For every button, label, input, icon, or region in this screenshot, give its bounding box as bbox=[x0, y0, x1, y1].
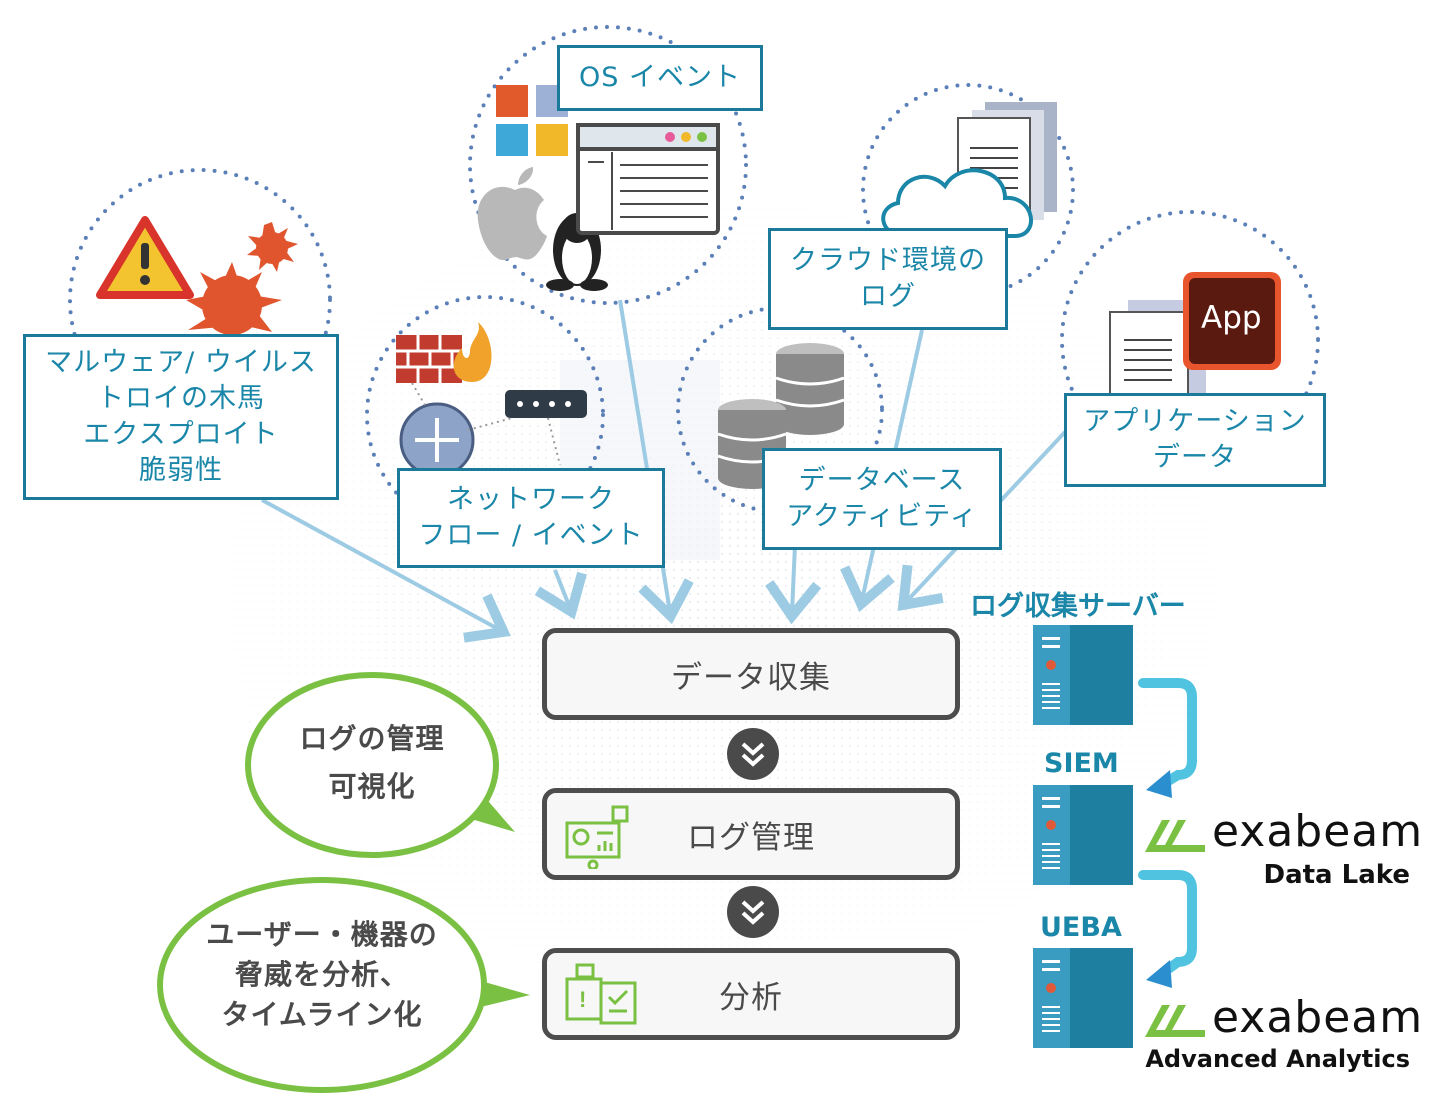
os-events-label: OS イベント bbox=[579, 62, 741, 93]
bubble-analyze-text: ユーザー・機器の 脅威を分析、 タイムライン化 bbox=[182, 915, 462, 1035]
cloud-line-2: ログ bbox=[860, 281, 916, 312]
step-log-management: ログ管理 bbox=[542, 788, 960, 880]
malware-line-1: マルウェア/ ウイルス bbox=[45, 347, 317, 378]
windows-icon bbox=[496, 85, 568, 156]
os-events-label-box: OS イベント bbox=[557, 45, 763, 111]
ueba-label: UEBA bbox=[1040, 912, 1122, 943]
bubble-manage-line-2: 可視化 bbox=[328, 770, 416, 803]
database-label-box: データベース アクティビティ bbox=[762, 448, 1002, 550]
chevron-down-icon bbox=[727, 728, 779, 780]
database-ring bbox=[676, 306, 884, 514]
exabeam-logo-icon-2 bbox=[1145, 1005, 1205, 1037]
bubble-manage-text: ログの管理 可視化 bbox=[272, 715, 472, 811]
collector-server-label: ログ収集サーバー bbox=[970, 591, 1186, 622]
application-label-box: アプリケーション データ bbox=[1064, 393, 1326, 487]
switch-icon bbox=[505, 390, 587, 418]
firewall-icon bbox=[396, 322, 492, 383]
server-collector-icon bbox=[1033, 625, 1133, 725]
network-label-box: ネットワーク フロー / イベント bbox=[397, 468, 665, 568]
router-icon bbox=[399, 402, 475, 478]
cloud-label-box: クラウド環境の ログ bbox=[768, 228, 1008, 330]
window-icon bbox=[576, 123, 720, 235]
virus-icon bbox=[247, 222, 298, 272]
step-analysis: ! 分析 bbox=[542, 948, 960, 1040]
bubble-analyze-line-3: タイムライン化 bbox=[221, 998, 423, 1031]
cloud-icon bbox=[881, 168, 1033, 238]
bubble-manage-line-1: ログの管理 bbox=[299, 722, 445, 755]
malware-line-3: エクスプロイト bbox=[83, 419, 279, 450]
server-siem-icon bbox=[1033, 785, 1133, 885]
step-data-collection-label: データ収集 bbox=[671, 659, 831, 696]
warning-icon bbox=[96, 216, 194, 299]
malware-line-2: トロイの木馬 bbox=[97, 383, 265, 414]
application-line-1: アプリケーション bbox=[1083, 406, 1307, 437]
arrow-malware bbox=[261, 498, 511, 643]
step-log-management-label: ログ管理 bbox=[687, 819, 815, 856]
analysis-icon: ! bbox=[565, 963, 637, 1025]
datalake-brand-name: exabeam bbox=[1212, 806, 1424, 857]
bubble-analyze-line-1: ユーザー・機器の bbox=[206, 918, 438, 951]
application-line-2: データ bbox=[1153, 442, 1237, 473]
malware-label-box: マルウェア/ ウイルス トロイの木馬 エクスプロイト 脆弱性 bbox=[23, 334, 339, 500]
server-ueba-icon bbox=[1033, 948, 1133, 1048]
network-line-2: フロー / イベント bbox=[418, 520, 644, 551]
app-icon-label: App bbox=[1201, 300, 1262, 336]
network-line-1: ネットワーク bbox=[447, 484, 615, 515]
chevron-down-icon-2 bbox=[727, 886, 779, 938]
bubble-analyze-line-2: 脅威を分析、 bbox=[234, 958, 409, 991]
step-analysis-label: 分析 bbox=[719, 979, 783, 1016]
database-line-1: データベース bbox=[798, 465, 966, 496]
virus-icon-large bbox=[186, 262, 282, 335]
server-connectors bbox=[1138, 678, 1197, 980]
apple-icon bbox=[477, 167, 547, 261]
step-data-collection: データ収集 bbox=[542, 628, 960, 720]
bubble-manage bbox=[245, 672, 515, 858]
analytics-product-name: Advanced Analytics bbox=[1145, 1045, 1410, 1073]
svg-text:!: ! bbox=[579, 987, 587, 1012]
server-arrowhead-1 bbox=[1146, 770, 1172, 798]
arrow-network bbox=[534, 569, 587, 620]
arrow-database bbox=[765, 544, 822, 625]
network-links bbox=[411, 382, 561, 466]
malware-line-4: 脆弱性 bbox=[139, 455, 223, 486]
siem-label: SIEM bbox=[1044, 748, 1119, 779]
analytics-brand-name: exabeam bbox=[1212, 992, 1424, 1043]
app-icon bbox=[1183, 272, 1281, 370]
app-ring bbox=[1060, 210, 1320, 470]
malware-ring bbox=[68, 168, 332, 432]
os-ring bbox=[468, 25, 748, 305]
datalake-product-name: Data Lake bbox=[1263, 860, 1411, 890]
dashboard-icon bbox=[565, 805, 629, 869]
exabeam-logo-icon bbox=[1145, 820, 1205, 852]
bubble-analyze bbox=[157, 877, 530, 1093]
cloud-line-1: クラウド環境の bbox=[790, 245, 986, 276]
database-line-2: アクティビティ bbox=[786, 501, 978, 532]
server-arrowhead-2 bbox=[1146, 960, 1172, 988]
